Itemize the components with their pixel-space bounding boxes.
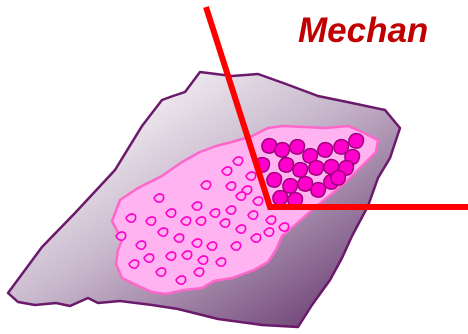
particle-small [279, 223, 289, 231]
particle-small [126, 214, 136, 222]
particle-small [192, 239, 202, 247]
particle-large [311, 183, 326, 198]
particle-large [290, 140, 305, 155]
particle-small [176, 276, 186, 284]
particle-small [146, 217, 156, 225]
particle-small [251, 234, 261, 242]
particle-small [129, 260, 139, 268]
particle-small [233, 157, 243, 165]
particle-small [194, 268, 204, 276]
particle-small [158, 228, 168, 236]
particle-small [266, 216, 276, 224]
particle-large [349, 134, 364, 149]
particle-small [144, 254, 154, 262]
particle-small [210, 209, 220, 217]
particle-small [182, 251, 192, 259]
particle-large [331, 171, 346, 186]
particle-small [226, 206, 236, 214]
particle-small [181, 217, 191, 225]
particle-small [201, 181, 211, 189]
particle-large [267, 173, 282, 188]
particle-small [253, 197, 263, 205]
particle-small [174, 234, 184, 242]
particle-large [279, 158, 294, 173]
particle-small [264, 228, 274, 236]
particle-small [207, 242, 217, 250]
particle-small [156, 268, 166, 276]
particle-large [273, 191, 288, 206]
particle-small [246, 172, 256, 180]
particle-large [318, 143, 333, 158]
particle-small [231, 242, 241, 250]
particle-small [226, 182, 236, 190]
particle-small [222, 167, 232, 175]
particle-small [154, 194, 164, 202]
particle-small [192, 202, 202, 210]
particle-small [166, 252, 176, 260]
particle-small [166, 209, 176, 217]
particle-large [275, 143, 290, 158]
particle-small [216, 258, 226, 266]
particle-small [236, 225, 246, 233]
particle-large [309, 161, 324, 176]
particle-small [236, 192, 246, 200]
particle-small [196, 217, 206, 225]
particle-small [136, 241, 146, 249]
slide-title: Mechan [298, 13, 428, 48]
particle-small [198, 256, 208, 264]
particle-small [248, 211, 258, 219]
particle-large [293, 163, 308, 178]
particle-small [220, 219, 230, 227]
particle-small [116, 232, 126, 240]
particle-large [283, 179, 298, 194]
